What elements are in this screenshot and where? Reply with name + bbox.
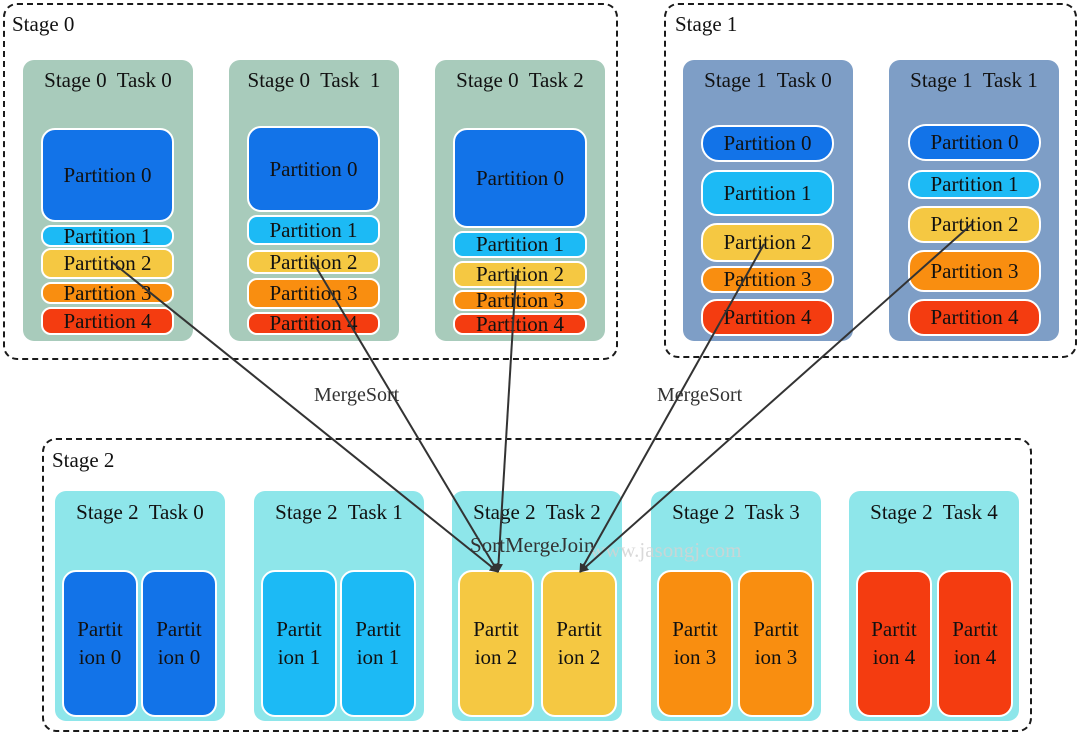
stage2-task4-label: Stage 2 Task 4 — [870, 500, 998, 524]
sort-merge-join-label: SortMergeJoin — [470, 533, 595, 557]
stage2-task1-partition-a: Partit ion 1 — [261, 570, 337, 717]
stage0-label: Stage 0 — [12, 12, 75, 36]
stage2-group — [42, 438, 1032, 732]
stage0-task1-partition0: Partition 0 — [247, 126, 380, 212]
stage0-task2-partition0: Partition 0 — [453, 128, 587, 228]
stage0-task0-partition4: Partition 4 — [41, 307, 174, 335]
stage2-task1-label: Stage 2 Task 1 — [275, 500, 403, 524]
stage2-task2-label: Stage 2 Task 2 — [473, 500, 601, 524]
stage0-task0-partition0: Partition 0 — [41, 128, 174, 222]
stage2-task0-partition-b: Partit ion 0 — [141, 570, 217, 717]
stage2-task0-partition-a: Partit ion 0 — [62, 570, 138, 717]
stage1-task0-partition1: Partition 1 — [701, 170, 834, 216]
stage2-task3-label: Stage 2 Task 3 — [672, 500, 800, 524]
stage1-task0-partition2: Partition 2 — [701, 223, 834, 262]
stage1-task0-partition0: Partition 0 — [701, 125, 834, 162]
stage1-task1-partition2: Partition 2 — [908, 206, 1041, 243]
stage1-task1-partition3: Partition 3 — [908, 250, 1041, 292]
watermark: www.jasongj.com — [590, 538, 742, 562]
stage2-task1-partition-b: Partit ion 1 — [340, 570, 416, 717]
stage2-task4-partition-a: Partit ion 4 — [856, 570, 932, 717]
stage0-task2-partition1: Partition 1 — [453, 231, 587, 258]
stage2-task2-partition-b: Partit ion 2 — [541, 570, 617, 717]
stage0-task0-partition1: Partition 1 — [41, 225, 174, 247]
stage1-task1-partition0: Partition 0 — [908, 124, 1041, 161]
stage0-task1-partition3: Partition 3 — [247, 278, 380, 309]
merge-sort-label-left: MergeSort — [314, 384, 400, 406]
stage0-task2-label: Stage 0 Task 2 — [456, 68, 584, 92]
stage0-task0-label: Stage 0 Task 0 — [44, 68, 172, 92]
stage0-task2-partition3: Partition 3 — [453, 290, 587, 311]
stage2-task2-partition-a: Partit ion 2 — [458, 570, 534, 717]
stage0-task0-partition2: Partition 2 — [41, 248, 174, 279]
stage1-task1-partition1: Partition 1 — [908, 170, 1041, 199]
stage0-task1-partition4: Partition 4 — [247, 312, 380, 335]
stage2-task0-label: Stage 2 Task 0 — [76, 500, 204, 524]
merge-sort-label-right: MergeSort — [657, 384, 743, 406]
stage1-task0-partition4: Partition 4 — [701, 299, 834, 336]
stage2-task3-partition-a: Partit ion 3 — [657, 570, 733, 717]
stage0-task2-partition2: Partition 2 — [453, 261, 587, 288]
stage0-task1-partition1: Partition 1 — [247, 215, 380, 245]
stage2-task4-partition-b: Partit ion 4 — [937, 570, 1013, 717]
stage0-task1-label: Stage 0 Task 1 — [247, 68, 381, 92]
stage1-task1-label: Stage 1 Task 1 — [910, 68, 1038, 92]
stage0-task2-partition4: Partition 4 — [453, 313, 587, 335]
stage1-task0-partition3: Partition 3 — [701, 266, 834, 293]
stage1-task1-partition4: Partition 4 — [908, 299, 1041, 336]
stage2-task3-partition-b: Partit ion 3 — [738, 570, 814, 717]
stage2-label: Stage 2 — [52, 448, 115, 472]
stage0-task0-partition3: Partition 3 — [41, 282, 174, 304]
stage0-task1-partition2: Partition 2 — [247, 250, 380, 274]
stage1-task0-label: Stage 1 Task 0 — [704, 68, 832, 92]
stage1-label: Stage 1 — [675, 12, 738, 36]
